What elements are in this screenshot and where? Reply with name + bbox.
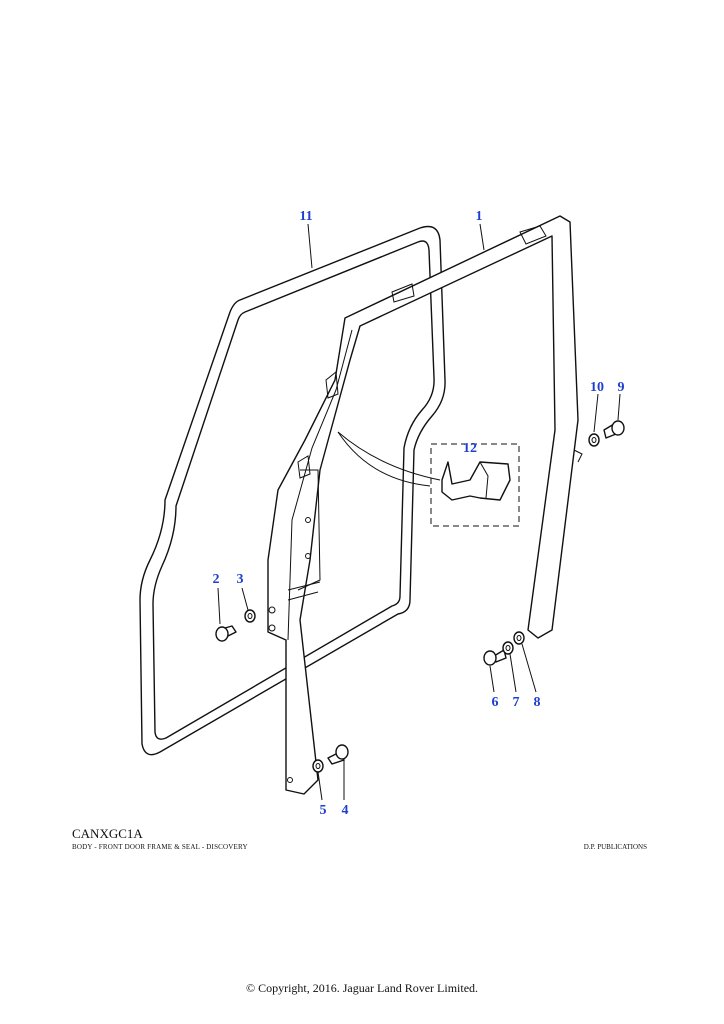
clip-inset-part-12[interactable]: [337, 431, 520, 527]
callout-3: 3: [237, 572, 244, 587]
callout-10: 10: [590, 380, 604, 395]
bolt-part-4[interactable]: [327, 744, 349, 765]
washer-part-10[interactable]: [588, 433, 600, 447]
diagram-code: CANXGC1A: [72, 826, 143, 841]
leader-lines: [217, 223, 621, 801]
callout-6: 6: [492, 695, 499, 710]
callout-8: 8: [534, 695, 541, 710]
washer-part-7[interactable]: [502, 641, 514, 655]
callout-7: 7: [513, 695, 520, 710]
bolt-part-6[interactable]: [483, 649, 507, 666]
callout-1: 1: [476, 209, 483, 224]
callout-2: 2: [213, 572, 220, 587]
callouts: 11 1 2 3 5 4 6 7 8 10 9 12: [213, 209, 625, 818]
publisher-label: D.P. PUBLICATIONS: [583, 843, 647, 851]
washer-part-5[interactable]: [312, 759, 324, 773]
bolt-part-2[interactable]: [215, 625, 237, 642]
bolt-part-9[interactable]: [603, 420, 625, 439]
callout-11: 11: [299, 209, 312, 224]
copyright-notice: © Copyright, 2016. Jaguar Land Rover Lim…: [245, 981, 479, 995]
diagram-title: BODY - FRONT DOOR FRAME & SEAL - DISCOVE…: [72, 843, 248, 851]
callout-4: 4: [342, 803, 349, 818]
callout-12: 12: [463, 441, 477, 456]
door-frame-part-1[interactable]: [267, 215, 583, 795]
washer-part-3[interactable]: [244, 609, 256, 623]
callout-5: 5: [320, 803, 327, 818]
callout-9: 9: [618, 380, 625, 395]
washer-part-8[interactable]: [513, 631, 525, 645]
